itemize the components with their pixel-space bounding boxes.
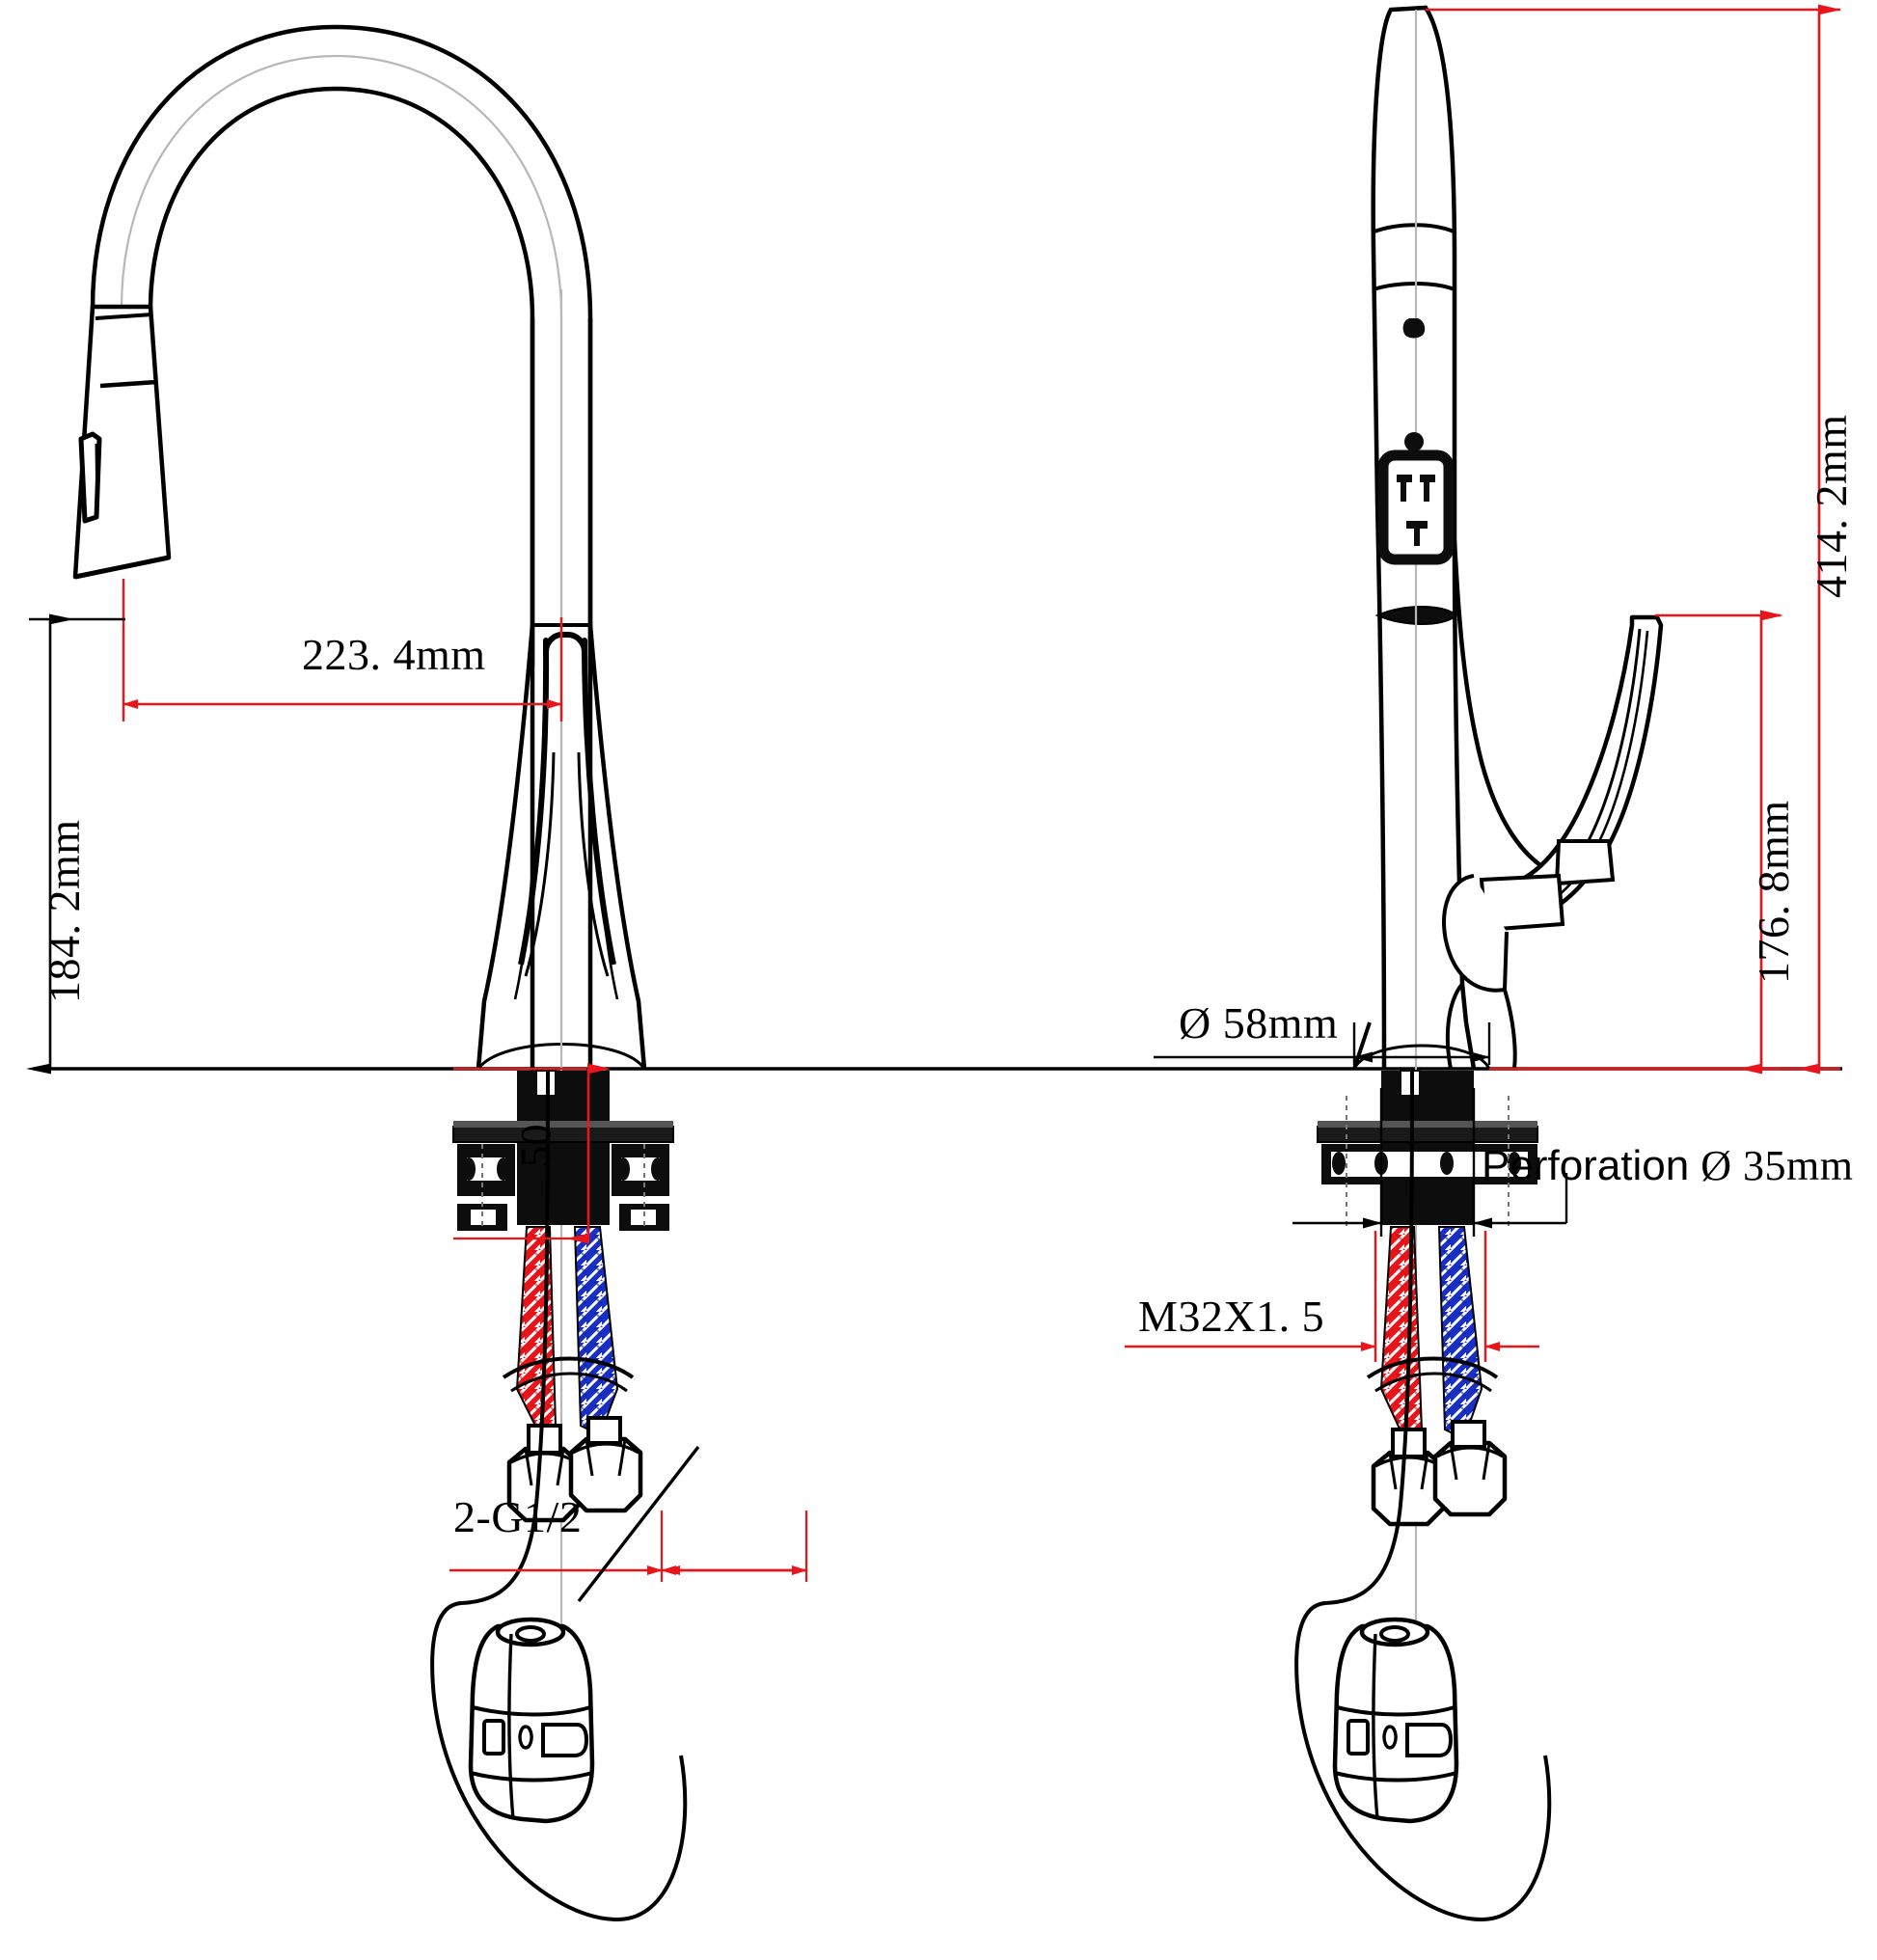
- faucet-body-side: [1371, 5, 1556, 1640]
- pull-down-spray-head: [72, 304, 172, 580]
- hot-supply-hose-side: [1379, 1226, 1424, 1441]
- mounting-bolt-assembly: [457, 1144, 669, 1231]
- mounting-bolt-assembly-side: [1321, 1096, 1537, 1231]
- dimension-label-handle-height: 176. 8mm: [1749, 800, 1798, 984]
- hose-counterweight-side: [1332, 1617, 1459, 1824]
- dimension-label-spout-height: 184. 2mm: [40, 819, 89, 1003]
- dimension-label-deck-thickness: 50: [512, 1124, 559, 1167]
- hose-hex-nut-fitting-side: [1371, 1420, 1508, 1527]
- spray-mode-button: [1377, 318, 1455, 565]
- perforation-value: Ø 35mm: [1700, 1142, 1854, 1189]
- spray-hose-loop-side: [1294, 1068, 1552, 1922]
- dimension-spout-height: [26, 613, 125, 1075]
- dimension-handle-height: [1518, 610, 1783, 1075]
- dimension-shank-thread: [1125, 1231, 1539, 1362]
- lever-handle: [1442, 614, 1664, 1070]
- cold-supply-hose: [573, 1226, 619, 1437]
- dimension-supply-thread: [449, 1445, 808, 1603]
- dimension-label-overall-height: 414. 2mm: [1807, 414, 1856, 598]
- dimension-label-shank-thread: M32X1. 5: [1138, 1292, 1325, 1341]
- front-elevation-view: [72, 24, 688, 1922]
- side-elevation-view: [1294, 5, 1664, 1922]
- hot-supply-hose: [515, 1226, 558, 1437]
- dimension-spout-reach: [122, 579, 563, 721]
- spray-hose-loop: [430, 1068, 688, 1922]
- dimension-label-base-diameter: Ø 58mm: [1179, 998, 1339, 1048]
- dimension-label-supply-thread: 2-G1/2: [453, 1492, 583, 1541]
- dimension-label-spout-reach: 223. 4mm: [302, 630, 486, 679]
- faucet-body-front: [476, 289, 647, 1640]
- dimension-perforation: [1292, 1088, 1568, 1237]
- hose-hex-nut-fitting: [506, 1416, 643, 1523]
- cold-supply-hose-side: [1437, 1226, 1483, 1441]
- hose-counterweight: [468, 1617, 595, 1824]
- perforation-text: Perforation: [1482, 1142, 1690, 1189]
- gooseneck-spout: [90, 24, 593, 1072]
- deck-mounting-plate-side: [1317, 1121, 1538, 1143]
- dimension-base-diameter: [1154, 1022, 1491, 1065]
- deck-mounting-plate: [452, 1121, 674, 1143]
- dimension-deck-thickness: [453, 1063, 611, 1244]
